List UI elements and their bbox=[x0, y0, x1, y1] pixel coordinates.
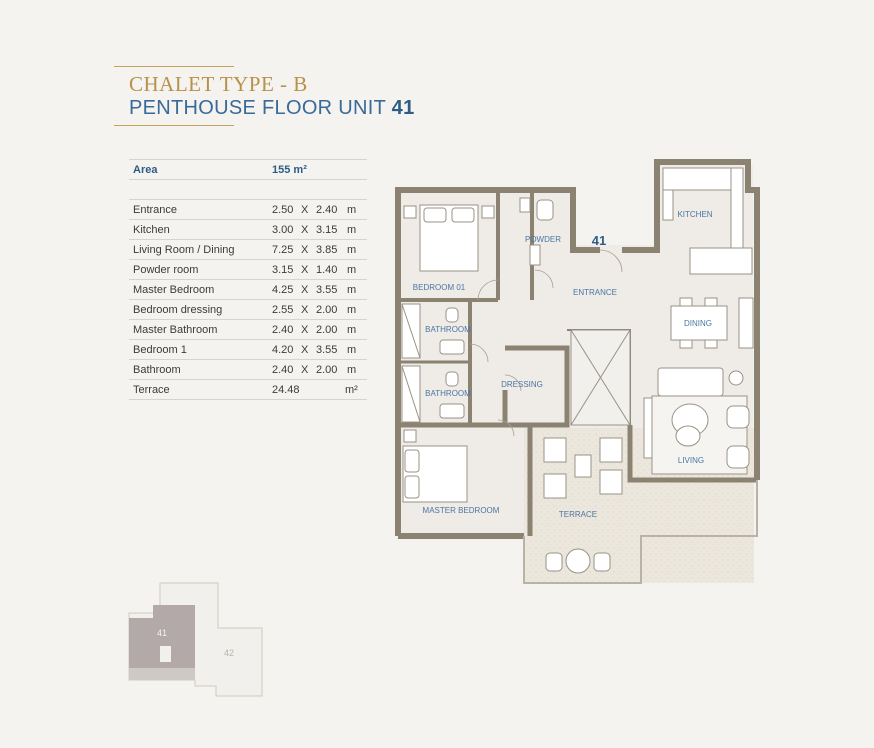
label-dressing: DRESSING bbox=[501, 380, 543, 389]
dimension-a-cell: 7.25 bbox=[272, 244, 294, 256]
room-name-cell: Living Room / Dining bbox=[133, 244, 235, 256]
label-master-bedroom: MASTER BEDROOM bbox=[423, 506, 500, 515]
table-row: Bedroom dressing 2.55 X 2.00 m bbox=[129, 299, 367, 320]
void-symbol bbox=[570, 329, 631, 426]
times-cell: X bbox=[301, 344, 309, 356]
dimension-a-cell: 24.48 bbox=[272, 384, 300, 396]
bath-fixtures bbox=[401, 197, 554, 423]
table-row: Bedroom 1 4.20 X 3.55 m bbox=[129, 339, 367, 360]
label-terrace: TERRACE bbox=[559, 510, 597, 519]
area-label: Area bbox=[133, 164, 158, 176]
room-name-cell: Kitchen bbox=[133, 224, 170, 236]
dimension-b-cell: 1.40 bbox=[316, 264, 338, 276]
unit-cell: m bbox=[347, 224, 357, 236]
area-total-row: Area 155 m² bbox=[129, 159, 367, 180]
bed-1 bbox=[403, 204, 495, 272]
unit-cell: m bbox=[347, 304, 357, 316]
dimension-a-cell: 2.50 bbox=[272, 204, 294, 216]
dimension-a-cell: 4.20 bbox=[272, 344, 294, 356]
unit-cell: m² bbox=[345, 384, 358, 396]
dimension-a-cell: 3.15 bbox=[272, 264, 294, 276]
table-row: Powder room 3.15 X 1.40 m bbox=[129, 259, 367, 280]
label-dining: DINING bbox=[684, 319, 712, 328]
plan-unit-number: 41 bbox=[592, 233, 606, 248]
room-name-cell: Bathroom bbox=[133, 364, 181, 376]
keyplan-unit-42: 42 bbox=[224, 648, 234, 658]
table-row: Living Room / Dining 7.25 X 3.85 m bbox=[129, 239, 367, 260]
dimension-b-cell: 3.55 bbox=[316, 344, 338, 356]
table-bottom-rule bbox=[129, 399, 367, 400]
door-swings bbox=[469, 249, 623, 437]
dimension-b-cell: 2.40 bbox=[316, 204, 338, 216]
unit-cell: m bbox=[347, 244, 357, 256]
room-name-cell: Master Bedroom bbox=[133, 284, 215, 296]
unit-cell: m bbox=[347, 324, 357, 336]
dimension-b-cell: 2.00 bbox=[316, 364, 338, 376]
room-name-cell: Terrace bbox=[133, 384, 170, 396]
times-cell: X bbox=[301, 304, 309, 316]
dimension-b-cell: 2.00 bbox=[316, 324, 338, 336]
kitchen-counters bbox=[662, 167, 753, 275]
dining-set bbox=[670, 297, 754, 349]
dimension-b-cell: 3.85 bbox=[316, 244, 338, 256]
times-cell: X bbox=[301, 364, 309, 376]
dimension-b-cell: 3.15 bbox=[316, 224, 338, 236]
label-powder: POWDER bbox=[525, 235, 561, 244]
title-rule-bottom bbox=[114, 125, 234, 126]
title-rule-top bbox=[114, 66, 234, 67]
label-entrance: ENTRANCE bbox=[573, 288, 617, 297]
chalet-type-title: CHALET TYPE - B bbox=[129, 72, 308, 96]
dimension-a-cell: 2.55 bbox=[272, 304, 294, 316]
unit-cell: m bbox=[347, 284, 357, 296]
unit-title: PENTHOUSE FLOOR UNIT 41 bbox=[129, 97, 415, 120]
room-labels: KITCHEN POWDER BEDROOM 01 ENTRANCE DININ… bbox=[413, 210, 713, 519]
room-name-cell: Entrance bbox=[133, 204, 178, 216]
unit-cell: m bbox=[347, 204, 357, 216]
unit-cell: m bbox=[347, 364, 357, 376]
times-cell: X bbox=[301, 324, 309, 336]
dimension-b-cell: 3.55 bbox=[316, 284, 338, 296]
dimension-a-cell: 3.00 bbox=[272, 224, 294, 236]
room-name-cell: Bedroom 1 bbox=[133, 344, 187, 356]
label-bathroom-1: BATHROOM bbox=[425, 325, 471, 334]
unit-cell: m bbox=[347, 264, 357, 276]
room-name-cell: Bedroom dressing bbox=[133, 304, 223, 316]
table-row: Terrace 24.48 m² bbox=[129, 379, 367, 400]
times-cell: X bbox=[301, 284, 309, 296]
terrace-rail bbox=[523, 480, 758, 584]
table-row: Kitchen 3.00 X 3.15 m bbox=[129, 219, 367, 240]
unit-title-prefix: PENTHOUSE FLOOR UNIT bbox=[129, 97, 386, 119]
label-bedroom01: BEDROOM 01 bbox=[413, 283, 466, 292]
unit-title-number: 41 bbox=[391, 97, 415, 119]
room-name-cell: Master Bathroom bbox=[133, 324, 218, 336]
times-cell: X bbox=[301, 244, 309, 256]
dimension-a-cell: 2.40 bbox=[272, 364, 294, 376]
table-row: Bathroom 2.40 X 2.00 m bbox=[129, 359, 367, 380]
table-row: Entrance 2.50 X 2.40 m bbox=[129, 199, 367, 220]
bed-master bbox=[402, 429, 468, 503]
living-set bbox=[643, 367, 750, 475]
dimension-a-cell: 2.40 bbox=[272, 324, 294, 336]
label-living: LIVING bbox=[678, 456, 704, 465]
key-plan: 41 42 bbox=[128, 582, 263, 697]
terrace-furniture bbox=[543, 437, 623, 574]
times-cell: X bbox=[301, 264, 309, 276]
room-name-cell: Powder room bbox=[133, 264, 199, 276]
dimension-b-cell: 2.00 bbox=[316, 304, 338, 316]
label-kitchen: KITCHEN bbox=[677, 210, 712, 219]
label-bathroom-2: BATHROOM bbox=[425, 389, 471, 398]
keyplan-unit-41: 41 bbox=[157, 628, 167, 638]
table-row: Master Bathroom 2.40 X 2.00 m bbox=[129, 319, 367, 340]
table-spacer bbox=[129, 179, 367, 200]
dimension-a-cell: 4.25 bbox=[272, 284, 294, 296]
times-cell: X bbox=[301, 204, 309, 216]
table-row: Master Bedroom 4.25 X 3.55 m bbox=[129, 279, 367, 300]
area-total-value: 155 m² bbox=[272, 164, 307, 176]
times-cell: X bbox=[301, 224, 309, 236]
unit-cell: m bbox=[347, 344, 357, 356]
